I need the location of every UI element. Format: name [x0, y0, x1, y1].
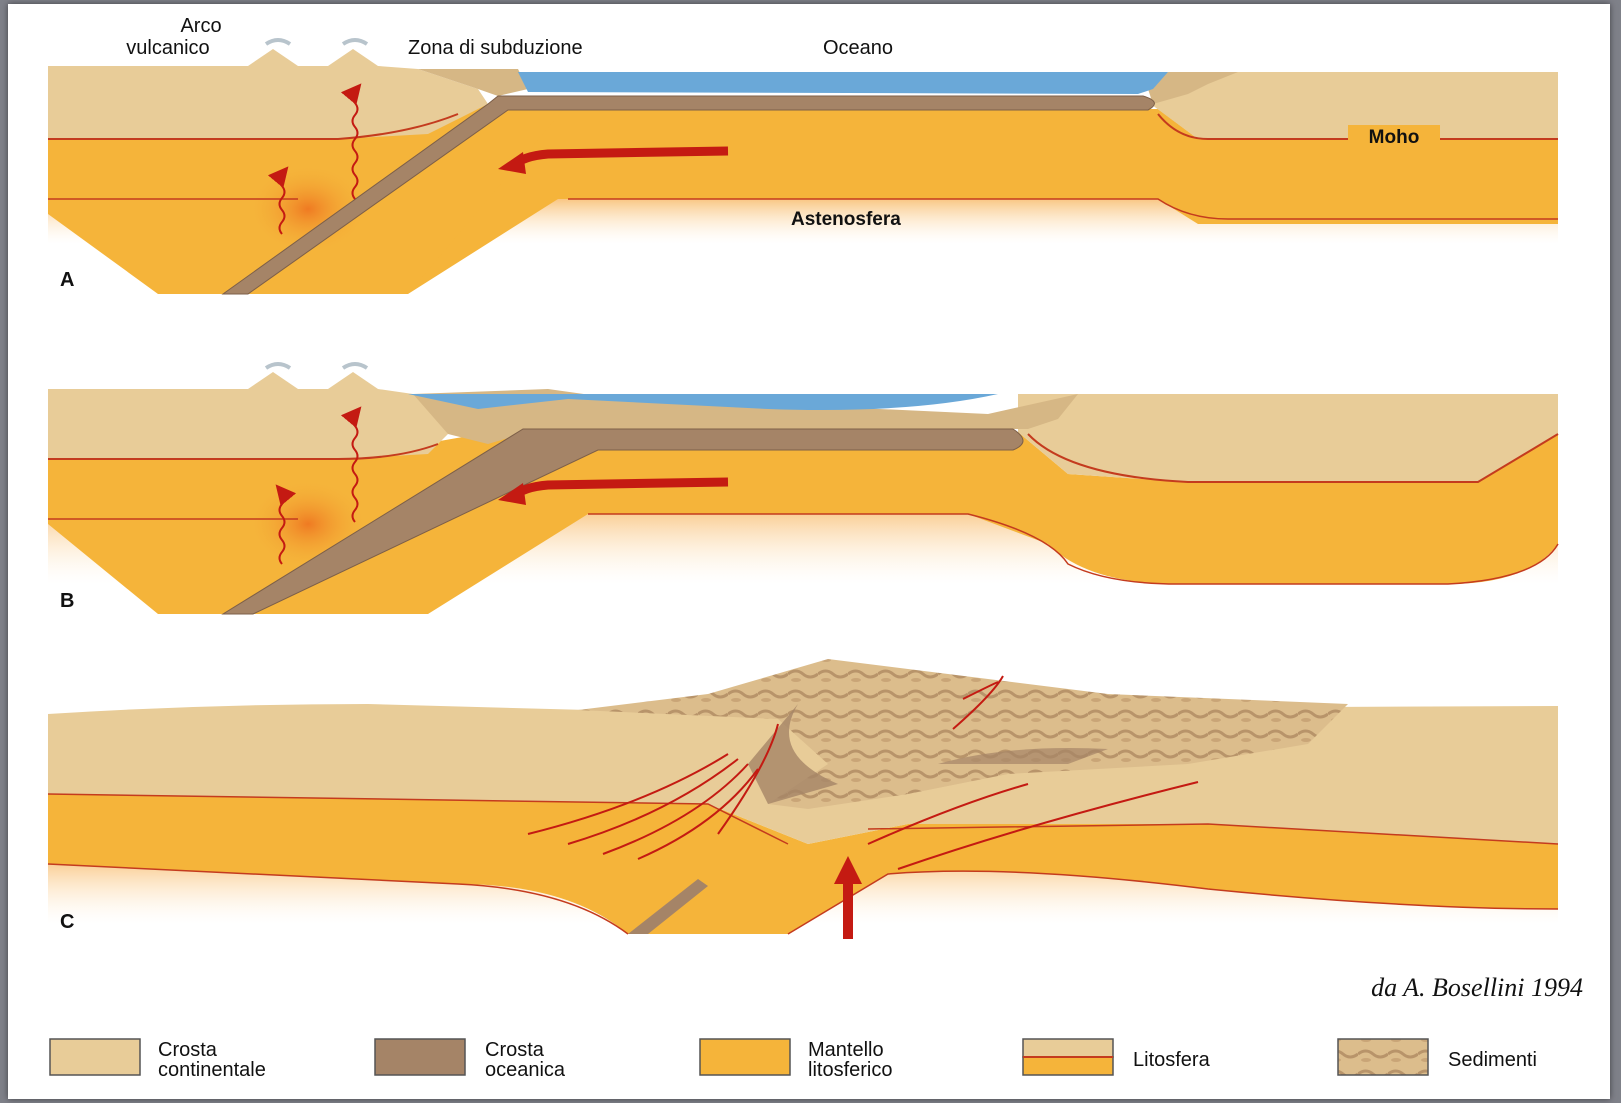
continental-crust-swatch — [50, 1039, 140, 1075]
lithosphere-swatch — [1023, 1039, 1113, 1075]
legend-label-1-line2: continentale — [158, 1059, 266, 1081]
legend-label-4: Litosfera — [1133, 1049, 1211, 1071]
panel-letter-b: B — [60, 590, 74, 612]
arc-label-line1: Arco — [180, 15, 221, 37]
panel-c: C — [48, 659, 1558, 939]
moho-label: Moho — [1369, 127, 1420, 148]
legend-label-2-line2: oceanica — [485, 1059, 566, 1081]
legend-label-3-line2: litosferico — [808, 1059, 892, 1081]
panel-b: B — [48, 364, 1558, 614]
asthenosphere-label: Astenosfera — [791, 209, 901, 230]
panel-a: Arco vulcanico Zona di subduzione Oceano… — [48, 15, 1558, 294]
volcano-plume-icon — [343, 364, 367, 368]
sediments-swatch — [1338, 1039, 1428, 1075]
volcano-plume-icon — [266, 40, 290, 44]
lithospheric-mantle-swatch — [700, 1039, 790, 1075]
figure-frame: Arco vulcanico Zona di subduzione Oceano… — [8, 4, 1610, 1099]
volcano-plume-icon — [266, 364, 290, 368]
right-continental-crust — [1018, 394, 1558, 482]
legend: Crosta continentale Crosta oceanica Mant… — [50, 1039, 1537, 1081]
subduction-diagram: Arco vulcanico Zona di subduzione Oceano… — [8, 4, 1610, 1099]
legend-label-5: Sedimenti — [1448, 1049, 1537, 1071]
panel-letter-c: C — [60, 911, 74, 933]
ocean-water — [518, 72, 1168, 94]
left-continental-crust — [48, 372, 448, 459]
ocean-label: Oceano — [823, 37, 893, 59]
legend-label-2-line1: Crosta — [485, 1039, 545, 1061]
subduction-zone-label: Zona di subduzione — [408, 37, 583, 59]
volcano-plume-icon — [343, 40, 367, 44]
oceanic-crust-swatch — [375, 1039, 465, 1075]
legend-label-3-line1: Mantello — [808, 1039, 884, 1061]
source-credit: da A. Bosellini 1994 — [1371, 973, 1583, 1002]
panel-letter-a: A — [60, 269, 74, 291]
arc-label-line2: vulcanico — [126, 37, 209, 59]
legend-label-1-line1: Crosta — [158, 1039, 218, 1061]
